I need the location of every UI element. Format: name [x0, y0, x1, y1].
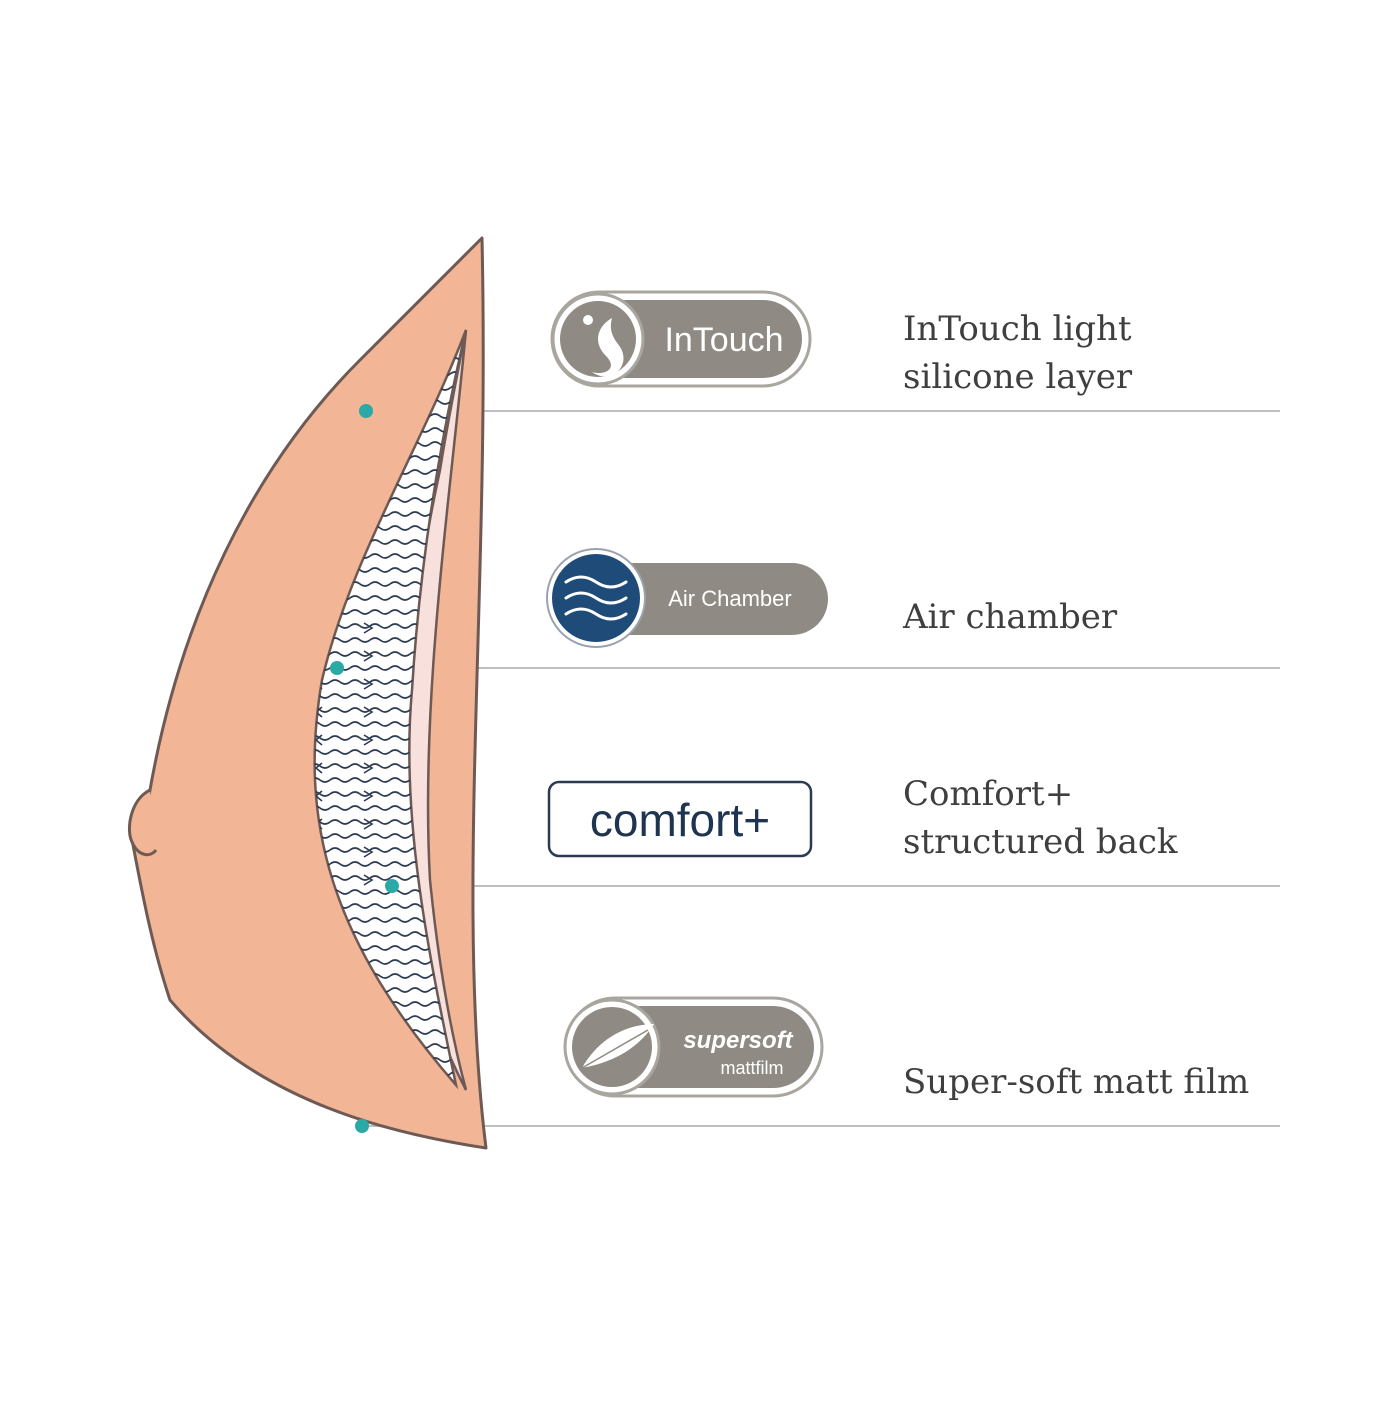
badge-supersoft-label: supersoft: [683, 1027, 793, 1054]
badge-comfort: comfort+: [547, 780, 813, 858]
badge-intouch: InTouch: [550, 290, 812, 388]
badge-intouch-label: InTouch: [664, 321, 783, 359]
caption-supersoft: Super-soft matt film: [903, 1058, 1249, 1106]
air-flow-arrow: [314, 762, 374, 774]
feather-icon: [581, 1024, 654, 1069]
caption-intouch-line-2: silicone layer: [903, 357, 1133, 397]
silicone-drop-icon: [583, 315, 624, 377]
air-chamber: [313, 329, 468, 1090]
air-flow-arrow: [314, 734, 374, 746]
badge-comfort-label: comfort+: [590, 794, 770, 846]
caption-air: Air chamber: [903, 593, 1117, 641]
air-waves-icon: [564, 575, 628, 621]
badge-air-chamber: Air Chamber: [546, 548, 828, 648]
caption-intouch: InTouch light silicone layer: [903, 305, 1132, 401]
caption-air-line-1: Air chamber: [903, 597, 1118, 637]
caption-comfort-line-1: Comfort+: [903, 774, 1074, 814]
caption-comfort-line-2: structured back: [903, 822, 1178, 862]
marker-air: [330, 661, 344, 675]
badge-air-chamber-label: Air Chamber: [668, 586, 791, 611]
caption-comfort: Comfort+ structured back: [903, 770, 1178, 866]
badge-supersoft-sublabel: mattfilm: [721, 1058, 784, 1078]
marker-intouch: [359, 404, 373, 418]
marker-supersoft: [355, 1119, 369, 1133]
badge-supersoft: supersoft mattfilm: [563, 996, 824, 1098]
caption-intouch-line-1: InTouch light: [903, 309, 1132, 349]
marker-comfort: [385, 879, 399, 893]
caption-supersoft-line-1: Super-soft matt film: [903, 1062, 1250, 1102]
shell-nipple: [128, 788, 158, 857]
